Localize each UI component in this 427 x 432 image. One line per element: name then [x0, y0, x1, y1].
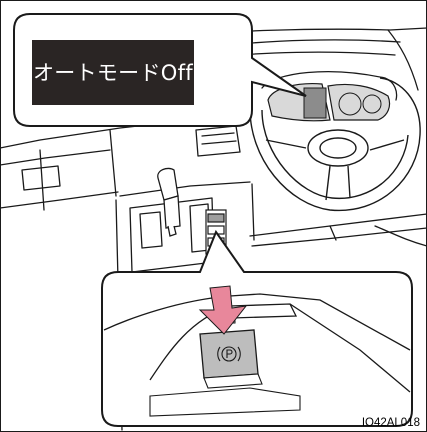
display-message: オートモードOff [33, 61, 193, 85]
figure-code: IO42AL018 [362, 417, 420, 429]
multi-info-display [304, 88, 326, 118]
